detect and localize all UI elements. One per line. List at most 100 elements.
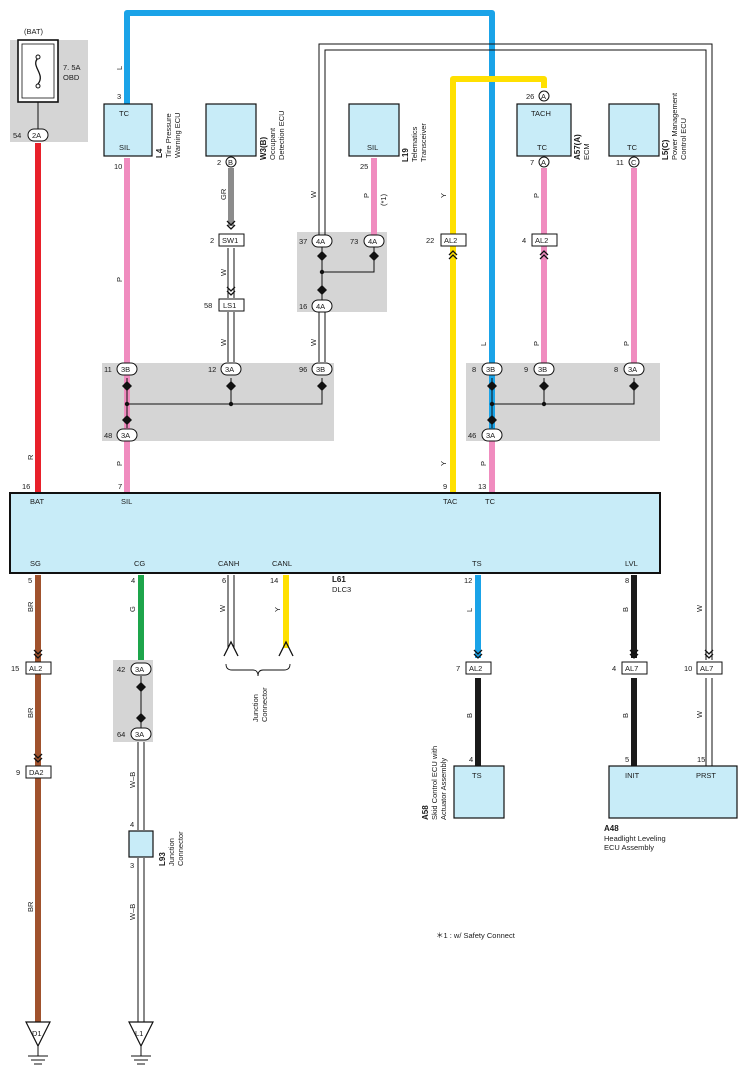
svg-text:BR: BR <box>26 601 35 612</box>
svg-text:(*1): (*1) <box>379 193 388 206</box>
can-junction <box>223 640 294 677</box>
svg-text:C: C <box>631 158 637 167</box>
svg-text:SW1: SW1 <box>222 236 238 245</box>
svg-text:15: 15 <box>697 755 705 764</box>
svg-text:Control ECU: Control ECU <box>679 118 688 160</box>
svg-text:SIL: SIL <box>367 143 378 152</box>
svg-text:P: P <box>532 341 541 346</box>
svg-text:LS1: LS1 <box>223 301 236 310</box>
svg-text:TC: TC <box>537 143 548 152</box>
svg-text:4A: 4A <box>368 237 377 246</box>
wire-color-labels: L P GR W W W W P (*1) Y Y L P P P P P R … <box>26 66 704 920</box>
svg-text:3A: 3A <box>135 665 144 674</box>
svg-text:9: 9 <box>443 482 447 491</box>
dlc-code: L61 <box>332 575 346 584</box>
svg-text:Connector: Connector <box>260 687 269 722</box>
svg-text:37: 37 <box>299 237 307 246</box>
svg-text:9: 9 <box>16 768 20 777</box>
svg-text:W: W <box>219 268 228 276</box>
svg-text:CANH: CANH <box>218 559 239 568</box>
footnote: ＊1 : w/ Safety Connect <box>436 931 516 940</box>
svg-text:AL2: AL2 <box>535 236 548 245</box>
ground-l1: L1 <box>135 1029 143 1038</box>
svg-text:Tire Pressure: Tire Pressure <box>164 113 173 158</box>
junction-dots <box>124 269 547 407</box>
connectors-upper: SW1 2 LS1 58 4A 37 4A 73 4A 16 AL2 22 AL… <box>104 220 645 442</box>
svg-text:8: 8 <box>472 365 476 374</box>
svg-text:64: 64 <box>117 730 125 739</box>
svg-text:8: 8 <box>625 576 629 585</box>
svg-text:CG: CG <box>134 559 145 568</box>
svg-text:SG: SG <box>30 559 41 568</box>
svg-text:L4: L4 <box>155 148 164 158</box>
a48-name1: Headlight Leveling <box>604 834 666 843</box>
white-wires <box>137 43 713 1022</box>
svg-text:TC: TC <box>485 497 496 506</box>
svg-text:A57(A): A57(A) <box>573 134 582 160</box>
svg-text:3B: 3B <box>121 365 130 374</box>
svg-text:46: 46 <box>468 431 476 440</box>
fuse-obd <box>17 39 59 130</box>
svg-text:Occupant: Occupant <box>268 127 277 160</box>
svg-text:Warning ECU: Warning ECU <box>173 112 182 158</box>
svg-text:3B: 3B <box>316 365 325 374</box>
svg-text:11: 11 <box>616 158 624 167</box>
svg-text:Y: Y <box>273 607 282 612</box>
ground-d1: D1 <box>32 1029 42 1038</box>
svg-text:3A: 3A <box>135 730 144 739</box>
svg-text:W–B: W–B <box>128 904 137 920</box>
svg-text:10: 10 <box>684 664 692 673</box>
ecu-telematics-label: L19 Telematics Transceiver <box>401 123 428 162</box>
svg-text:W–B: W–B <box>128 772 137 788</box>
a48-code: A48 <box>604 824 619 833</box>
svg-text:3B: 3B <box>538 365 547 374</box>
svg-text:7: 7 <box>118 482 122 491</box>
svg-text:P: P <box>362 193 371 198</box>
dlc3-connector: 16 BAT 7 SIL 9 TAC 13 TC SG 5 CG 4 CANH … <box>9 482 661 585</box>
svg-text:5: 5 <box>625 755 629 764</box>
svg-text:5: 5 <box>28 576 32 585</box>
junction-lines <box>126 246 635 728</box>
svg-text:AL7: AL7 <box>625 664 638 673</box>
ecu-power-management: C TC 11 <box>608 103 660 168</box>
svg-text:73: 73 <box>350 237 358 246</box>
svg-text:GR: GR <box>219 188 228 200</box>
svg-text:3B: 3B <box>486 365 495 374</box>
svg-text:Detection ECU: Detection ECU <box>277 110 286 160</box>
svg-text:Power Management: Power Management <box>670 92 679 160</box>
svg-text:B: B <box>465 713 474 718</box>
svg-text:L93: L93 <box>158 852 167 866</box>
svg-text:AL2: AL2 <box>444 236 457 245</box>
svg-text:AL7: AL7 <box>700 664 713 673</box>
svg-text:TACH: TACH <box>531 109 551 118</box>
svg-text:TS: TS <box>472 771 482 780</box>
svg-text:4: 4 <box>130 820 134 829</box>
svg-text:B: B <box>621 607 630 612</box>
svg-text:LVL: LVL <box>625 559 638 568</box>
svg-text:P: P <box>622 341 631 346</box>
svg-text:Connector: Connector <box>176 831 185 866</box>
svg-text:25: 25 <box>360 162 368 171</box>
svg-text:R: R <box>26 454 35 460</box>
svg-text:A58: A58 <box>421 805 430 820</box>
svg-text:7: 7 <box>530 158 534 167</box>
ecu-ecm: A A TACH TC 26 7 <box>516 90 572 168</box>
lower-right-connectors: AL2 7 AL7 4 AL7 10 TS 4 INIT PRST 5 15 <box>453 649 738 819</box>
svg-text:W: W <box>695 710 704 718</box>
svg-text:L19: L19 <box>401 148 410 162</box>
svg-text:Transceiver: Transceiver <box>419 123 428 162</box>
svg-text:SIL: SIL <box>119 143 130 152</box>
svg-text:2: 2 <box>217 158 221 167</box>
svg-text:W: W <box>309 338 318 346</box>
svg-text:TS: TS <box>472 559 482 568</box>
svg-text:4: 4 <box>522 236 526 245</box>
fuse-rating: 7. 5A <box>63 63 81 72</box>
dlc-name: DLC3 <box>332 585 351 594</box>
svg-text:14: 14 <box>270 576 278 585</box>
svg-text:L: L <box>479 342 488 346</box>
svg-text:3A: 3A <box>121 431 130 440</box>
svg-text:AL2: AL2 <box>29 664 42 673</box>
svg-text:2A: 2A <box>32 131 41 140</box>
svg-text:4A: 4A <box>316 237 325 246</box>
